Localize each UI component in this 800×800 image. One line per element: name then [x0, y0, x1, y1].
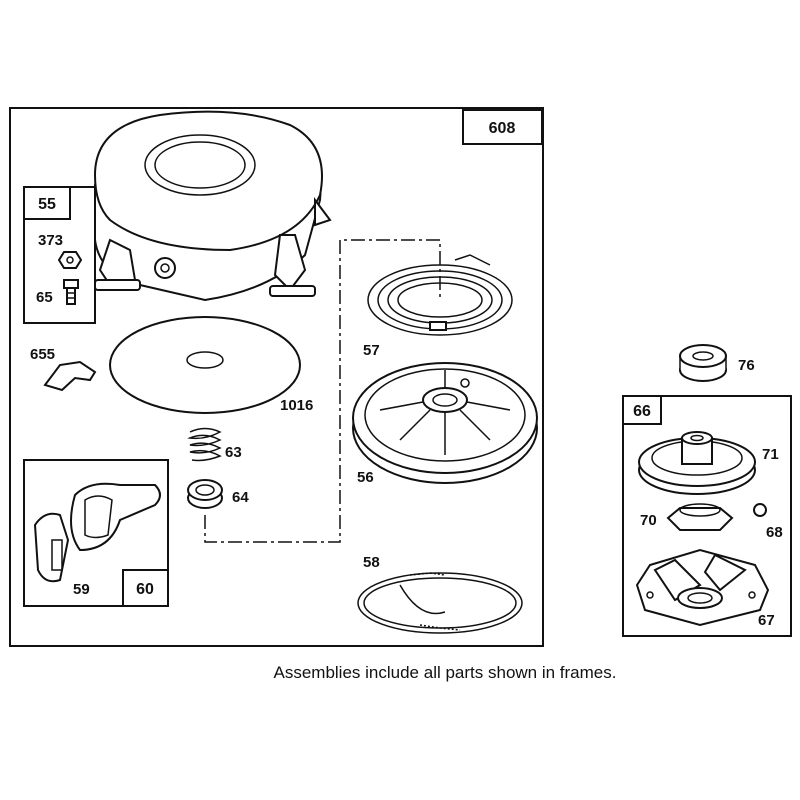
label-box-608	[462, 109, 543, 145]
retainer-part	[666, 503, 734, 531]
callout-655: 655	[30, 346, 55, 363]
callout-65: 65	[36, 289, 53, 306]
handle-part	[70, 482, 161, 552]
callout-373: 373	[38, 232, 63, 249]
handle-insert-part	[33, 512, 70, 583]
callout-57: 57	[363, 342, 380, 359]
bushing-part	[679, 344, 727, 382]
callout-608: 608	[489, 120, 516, 137]
callout-56: 56	[357, 469, 374, 486]
callout-67: 67	[758, 612, 775, 629]
callout-1016: 1016	[280, 397, 313, 414]
rope-part	[357, 572, 523, 634]
nut-part	[57, 251, 83, 269]
alignment-line	[204, 239, 441, 543]
ball-part	[753, 503, 767, 517]
rewind-spring-part	[367, 254, 513, 336]
clip-part	[43, 360, 97, 392]
caption: Assemblies include all parts shown in fr…	[273, 663, 617, 682]
ratchet-part	[638, 431, 756, 495]
callout-68: 68	[766, 524, 783, 541]
callout-60: 60	[136, 581, 154, 598]
callout-66: 66	[633, 403, 651, 420]
callout-63: 63	[225, 444, 242, 461]
screw-part	[63, 279, 79, 305]
callout-70: 70	[640, 512, 657, 529]
spring-part	[187, 427, 222, 462]
callout-64: 64	[232, 489, 249, 506]
callout-55: 55	[38, 196, 56, 213]
callout-58: 58	[363, 554, 380, 571]
frame-608	[9, 107, 544, 647]
label-box-60	[122, 569, 169, 607]
starter-cup-part	[635, 548, 770, 627]
cup-part	[187, 479, 223, 509]
label-box-66	[622, 395, 662, 425]
frame-66	[622, 395, 792, 637]
plate-part	[109, 316, 301, 414]
label-box-55	[23, 186, 71, 220]
housing-part	[93, 110, 332, 302]
callout-59: 59	[73, 581, 90, 598]
callout-76: 76	[738, 357, 755, 374]
callout-71: 71	[762, 446, 779, 463]
pulley-part	[352, 362, 538, 484]
